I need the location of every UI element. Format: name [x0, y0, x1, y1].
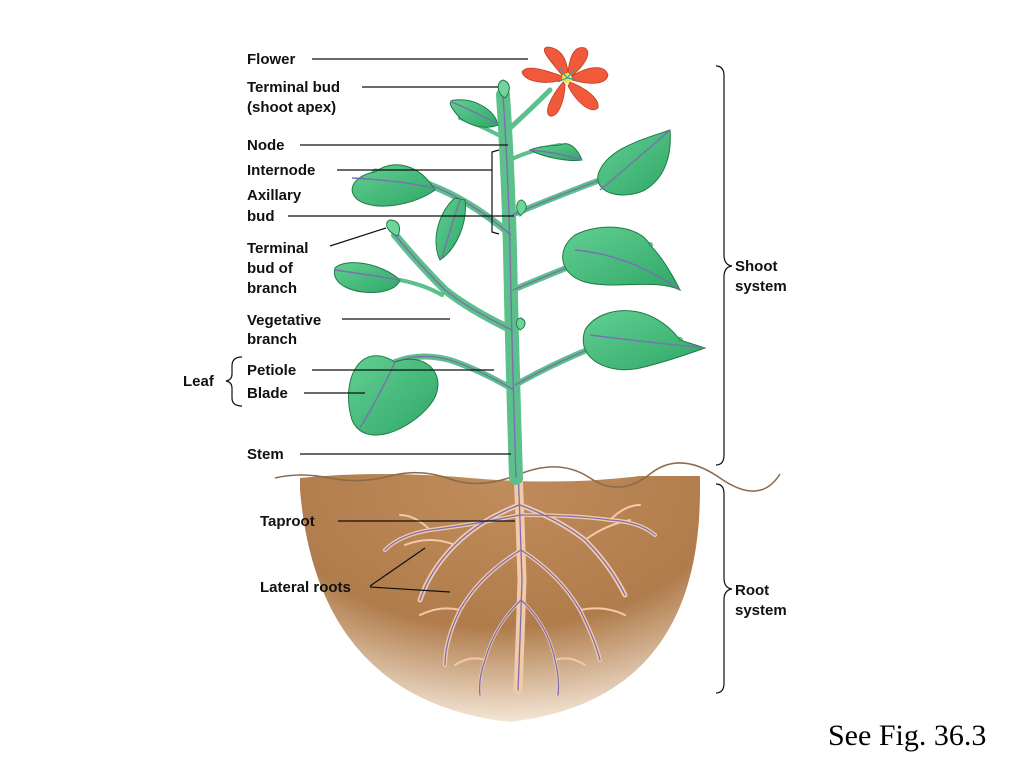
- label-terminal-branch-3: branch: [247, 280, 297, 297]
- label-blade: Blade: [247, 385, 288, 402]
- ground-surface-line: [274, 462, 781, 492]
- leader-lines: [225, 58, 733, 694]
- label-shoot-system: system: [735, 278, 787, 295]
- label-leaf: Leaf: [183, 373, 215, 390]
- flower-drawing: [521, 46, 609, 117]
- leaf-mid-right: [562, 226, 682, 292]
- leaf-top-right: [528, 143, 583, 161]
- leaf-lower-left: [348, 355, 439, 436]
- label-petiole: Petiole: [247, 362, 296, 379]
- label-lateral-roots: Lateral roots: [260, 579, 351, 596]
- leaves: [333, 79, 707, 436]
- root-system-drawing: [383, 465, 657, 697]
- label-vegetative: Vegetative: [247, 312, 321, 329]
- label-terminal-bud: Terminal bud: [247, 79, 340, 96]
- label-root-system: system: [735, 602, 787, 619]
- leaf-upright-left: [435, 197, 466, 261]
- label-axillary: Axillary: [247, 187, 302, 204]
- label-stem: Stem: [247, 446, 284, 463]
- label-taproot: Taproot: [260, 513, 315, 530]
- label-terminal-branch-1: Terminal: [247, 240, 308, 257]
- label-vegetative-branch: branch: [247, 331, 297, 348]
- label-axillary-bud: bud: [247, 208, 275, 225]
- leaf-lower-right: [582, 310, 707, 371]
- label-terminal-branch-2: bud of: [247, 260, 294, 277]
- buds: [386, 79, 527, 331]
- leaf-upper-left: [351, 164, 436, 207]
- leaf-top-left: [449, 99, 499, 128]
- label-flower: Flower: [247, 51, 296, 68]
- label-node: Node: [247, 137, 285, 154]
- leaf-upper-right: [597, 129, 671, 196]
- label-shoot: Shoot: [735, 258, 778, 275]
- label-shoot-apex: (shoot apex): [247, 99, 336, 116]
- figure-reference-caption: See Fig. 36.3: [828, 719, 986, 752]
- label-root: Root: [735, 582, 769, 599]
- label-internode: Internode: [247, 162, 315, 179]
- leaf-mid-left-small: [333, 262, 401, 294]
- labels: Flower Terminal bud (shoot apex) Node In…: [183, 51, 787, 619]
